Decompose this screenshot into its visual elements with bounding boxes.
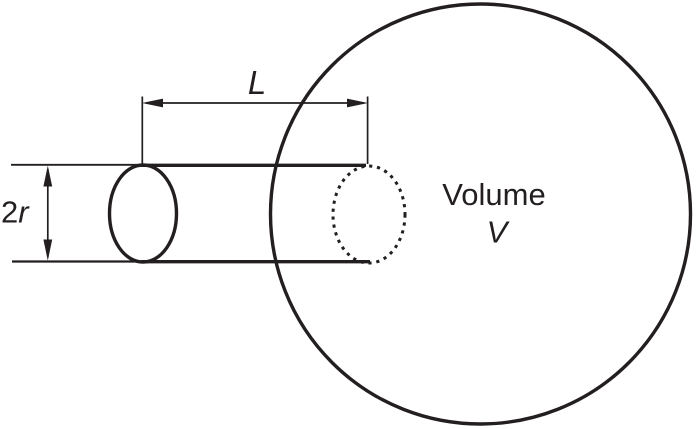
volume-variable-label: V <box>487 215 511 250</box>
volume-word-label: Volume <box>442 177 545 212</box>
tube-hidden-end-ellipse <box>331 164 407 265</box>
diameter-label: 2r <box>1 195 30 230</box>
diameter-label-number: 2 <box>1 195 18 230</box>
diameter-label-variable: r <box>18 195 30 230</box>
tube-opening-ellipse <box>107 163 179 264</box>
neck-length-label: L <box>248 64 266 101</box>
diameter-arrowhead-bottom <box>43 239 53 261</box>
length-arrowhead-left <box>142 98 163 108</box>
length-arrowhead-right <box>347 98 368 108</box>
diameter-arrowhead-top <box>43 165 53 187</box>
sphere-outline <box>268 2 693 426</box>
